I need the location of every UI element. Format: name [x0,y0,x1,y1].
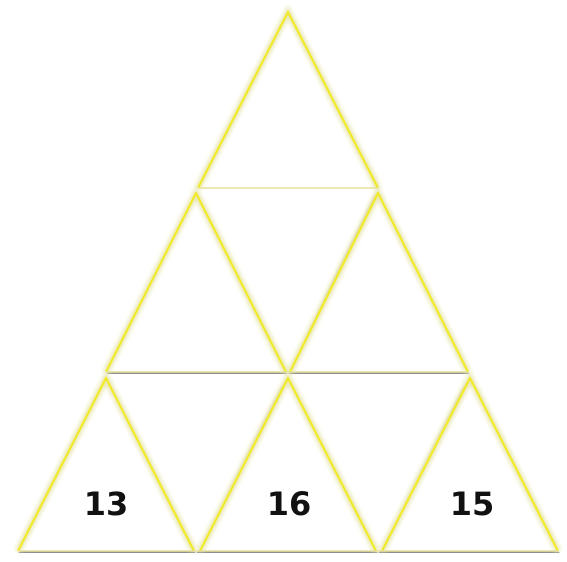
number-bottom-right: 15 [450,485,495,523]
cell-top[interactable] [198,12,378,188]
number-bottom-left: 13 [84,485,129,523]
cells [18,12,558,551]
number-bottom-middle: 16 [267,485,312,523]
